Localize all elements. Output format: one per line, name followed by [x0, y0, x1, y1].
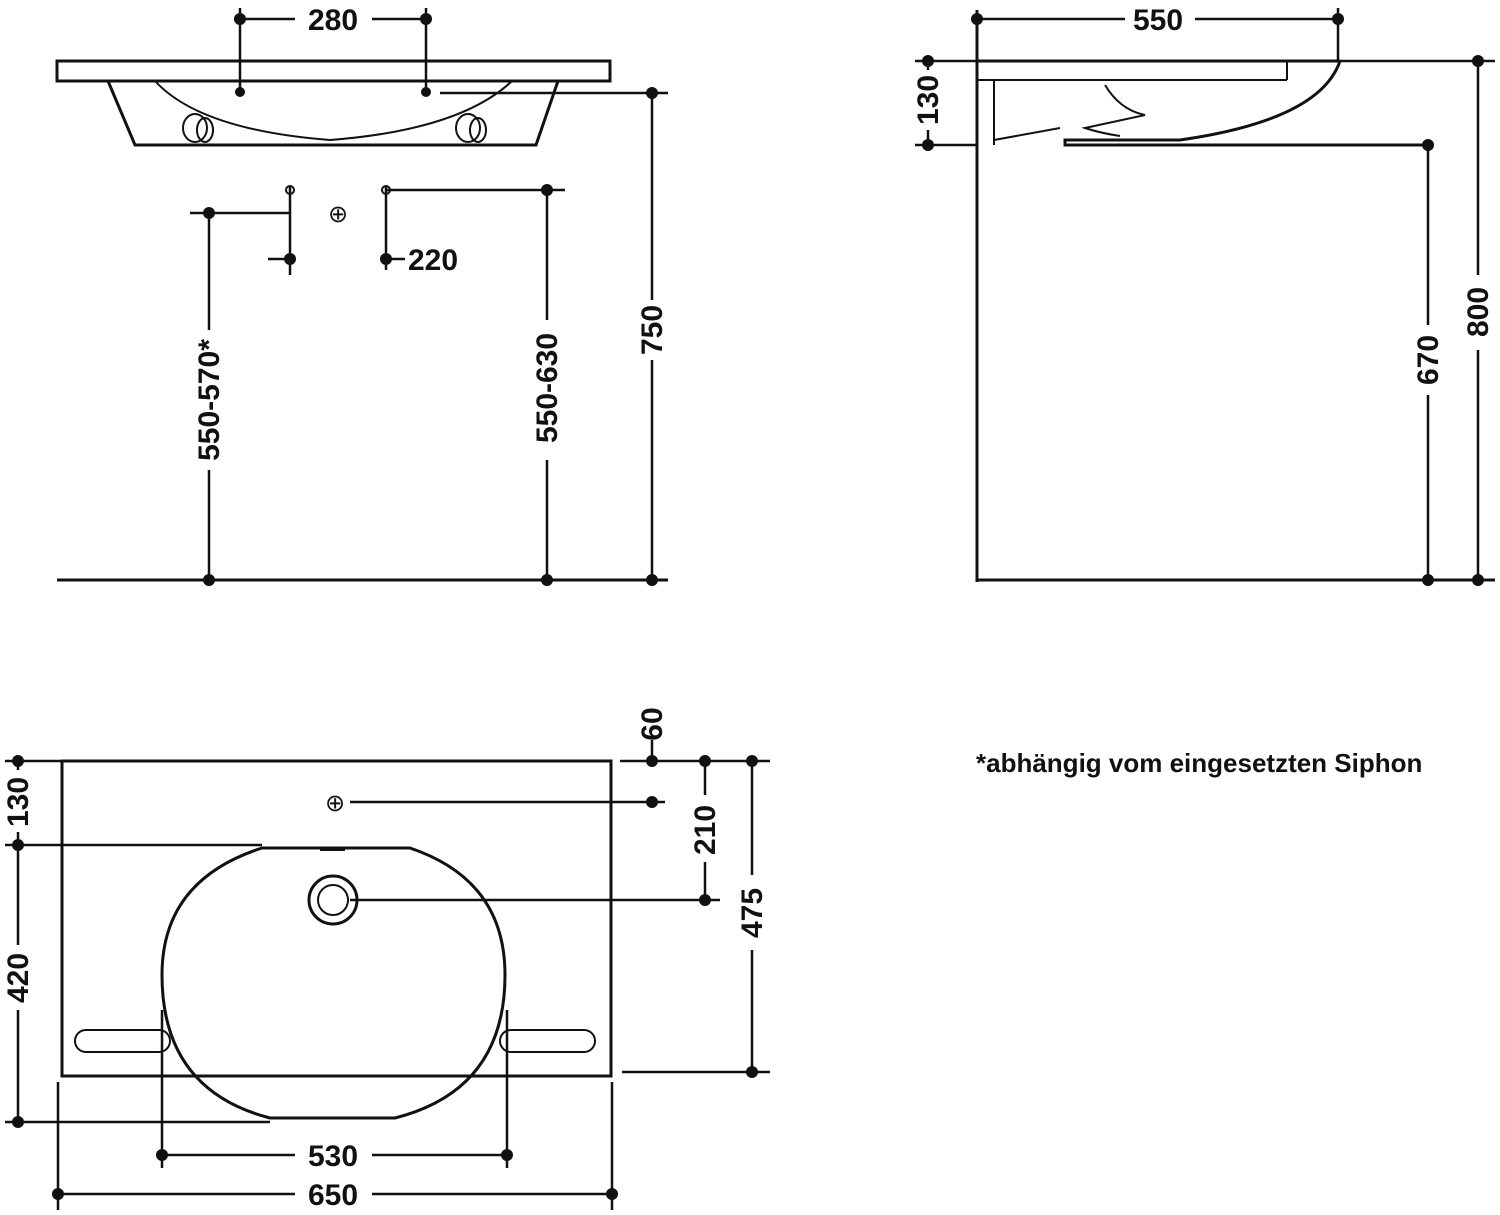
dim-drain-height-label: 550-630 [531, 333, 564, 443]
front-countertop [55, 59, 612, 83]
front-handle-left-inner [196, 117, 214, 143]
top-handle-slot-right [499, 1029, 596, 1053]
dim-total-width: 650 [52, 1082, 618, 1212]
dim-siphon-drop-label: 220 [408, 244, 458, 277]
dim-drain-from-wall-label: 210 [689, 805, 722, 855]
front-basin-body [106, 80, 560, 147]
top-bowl-outline [160, 846, 507, 1120]
dim-total-height-side: 800 [1340, 55, 1495, 586]
front-siphon-marks: ⊕ [190, 185, 348, 275]
dim-total-height-side-label: 800 [1462, 287, 1495, 337]
top-countertop [60, 759, 613, 1078]
front-handle-right-inner [469, 117, 487, 143]
dim-drain-from-wall: 210 [350, 755, 722, 906]
front-handle-left [182, 113, 208, 143]
top-overflow-symbol: ⊕ [325, 789, 345, 817]
dim-tap-spacing-label: 280 [308, 4, 358, 37]
top-handle-slot-left [74, 1029, 171, 1053]
dim-basin-height-label: 130 [912, 75, 945, 125]
top-drain-inner [317, 884, 349, 916]
dim-depth: 550 [971, 4, 1344, 61]
front-view: 280 ⊕ 220 550-570* [55, 4, 669, 586]
top-view: ⊕ 130 420 60 [2, 707, 770, 1212]
dim-bowl-width: 530 [156, 1010, 513, 1173]
dim-siphon-drop: 220 [380, 184, 565, 277]
dim-total-depth: 475 [622, 755, 770, 1078]
side-view: 550 130 670 800 [912, 4, 1495, 586]
side-bowl-curve [1081, 84, 1146, 137]
dim-drain-height: 550-630 [531, 190, 564, 586]
dim-bowl-width-label: 530 [308, 1140, 358, 1173]
side-basin-profile [1063, 60, 1430, 147]
dim-total-height-front: 750 [440, 87, 669, 586]
dim-depth-label: 550 [1133, 4, 1183, 37]
dim-offset-top-label: 60 [636, 707, 669, 740]
footnote: *abhängig vom eingesetzten Siphon [976, 748, 1422, 778]
front-overflow-symbol: ⊕ [328, 200, 348, 228]
dim-front-edge: 130 [2, 755, 262, 851]
dim-bowl-depth: 420 [2, 845, 270, 1128]
dim-underside-height-label: 670 [1412, 335, 1445, 385]
top-drain-outer [307, 874, 359, 926]
dim-tap-spacing: 280 [234, 4, 432, 97]
front-bowl-curve [154, 80, 513, 142]
dim-siphon-height: 550-570* [193, 207, 226, 586]
dim-front-edge-label: 130 [2, 777, 35, 827]
dim-total-depth-label: 475 [736, 888, 769, 938]
dim-offset-top: 60 [620, 707, 770, 767]
dim-total-width-label: 650 [308, 1179, 358, 1212]
dim-underside-height: 670 [1412, 139, 1445, 586]
front-handle-right [455, 113, 481, 143]
dim-bowl-depth-label: 420 [2, 953, 35, 1003]
dim-total-height-front-label: 750 [636, 305, 669, 355]
dim-siphon-height-label: 550-570* [193, 339, 226, 461]
dim-basin-height: 130 [912, 55, 977, 151]
